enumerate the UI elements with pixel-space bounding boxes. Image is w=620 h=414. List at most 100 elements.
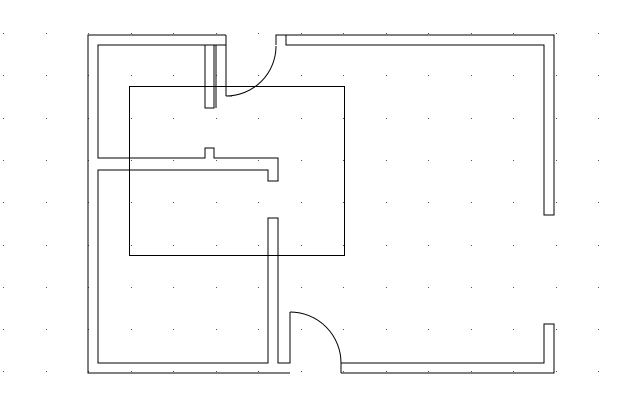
grid-dot [556, 287, 557, 288]
grid-dot [3, 118, 4, 119]
grid-dot [131, 160, 132, 161]
grid-dot [173, 287, 174, 288]
grid-dot [131, 371, 132, 372]
grid-dot [301, 75, 302, 76]
grid-dot [131, 287, 132, 288]
grid-dot [556, 329, 557, 330]
grid-dot [173, 118, 174, 119]
grid-dot [386, 202, 387, 203]
grid-dot [428, 118, 429, 119]
grid-dot [216, 329, 217, 330]
grid-dot [258, 118, 259, 119]
upper-door-jamb[interactable] [215, 35, 227, 108]
grid-dot [598, 160, 599, 161]
grid-dot [173, 245, 174, 246]
grid-dot [556, 75, 557, 76]
grid-dot [598, 118, 599, 119]
partition-upper-left[interactable] [204, 45, 215, 109]
grid-dot [386, 33, 387, 34]
grid-dot [258, 371, 259, 372]
grid-dot [131, 202, 132, 203]
grid-dot [301, 287, 302, 288]
outer-wall-left-inner[interactable] [97, 44, 291, 364]
grid-dot [46, 329, 47, 330]
grid-dot [216, 287, 217, 288]
grid-dots [3, 33, 599, 372]
grid-dot [428, 160, 429, 161]
grid-dot [173, 329, 174, 330]
grid-dot [556, 202, 557, 203]
grid-dot [598, 287, 599, 288]
grid-dot [46, 33, 47, 34]
grid-dot [258, 245, 259, 246]
grid-dot [428, 371, 429, 372]
grid-dot [46, 202, 47, 203]
lower-door-swing[interactable] [289, 311, 342, 364]
grid-dot [173, 75, 174, 76]
outer-wall-left-outer[interactable] [87, 34, 290, 374]
grid-dot [343, 160, 344, 161]
grid-dot [3, 287, 4, 288]
grid-dot [258, 160, 259, 161]
grid-dot [428, 202, 429, 203]
grid-dot [513, 287, 514, 288]
grid-dot [343, 33, 344, 34]
grid-dot [598, 33, 599, 34]
grid-dot [3, 160, 4, 161]
grid-dot [513, 75, 514, 76]
grid-dot [386, 75, 387, 76]
grid-dot [173, 33, 174, 34]
grid-dot [513, 160, 514, 161]
grid-dot [3, 33, 4, 34]
grid-dot [131, 118, 132, 119]
grid-dot [46, 160, 47, 161]
grid-dot [513, 33, 514, 34]
grid-dot [343, 329, 344, 330]
grid-dot [131, 329, 132, 330]
grid-dot [598, 75, 599, 76]
grid-dot [131, 33, 132, 34]
grid-dot [598, 245, 599, 246]
outer-wall-right-bottom[interactable] [341, 323, 555, 374]
upper-door-swing[interactable] [225, 45, 277, 97]
grid-dot [46, 118, 47, 119]
grid-dot [46, 245, 47, 246]
grid-dot [173, 160, 174, 161]
grid-dot [598, 371, 599, 372]
grid-dot [173, 371, 174, 372]
grid-dot [216, 371, 217, 372]
grid-dot [598, 202, 599, 203]
grid-dot [3, 202, 4, 203]
grid-dot [471, 287, 472, 288]
grid-dot [258, 33, 259, 34]
outer-wall-right-outer[interactable] [275, 34, 555, 216]
grid-dot [428, 33, 429, 34]
grid-dot [598, 329, 599, 330]
grid-dot [471, 202, 472, 203]
grid-dot [513, 371, 514, 372]
grid-dot [343, 245, 344, 246]
grid-dot [513, 118, 514, 119]
grid-dot [556, 245, 557, 246]
grid-dot [386, 245, 387, 246]
selection-rectangle[interactable] [129, 86, 345, 256]
grid-dot [513, 329, 514, 330]
grid-dot [556, 118, 557, 119]
grid-dot [428, 329, 429, 330]
grid-dot [216, 33, 217, 34]
grid-dot [258, 202, 259, 203]
grid-dot [216, 245, 217, 246]
grid-dot [301, 118, 302, 119]
grid-dot [343, 287, 344, 288]
grid-dot [343, 371, 344, 372]
grid-dot [216, 118, 217, 119]
grid-dot [343, 118, 344, 119]
grid-dot [301, 329, 302, 330]
grid-dot [471, 160, 472, 161]
grid-dot [301, 371, 302, 372]
grid-dot [301, 160, 302, 161]
grid-dot [301, 245, 302, 246]
grid-dot [258, 329, 259, 330]
grid-dot [3, 371, 4, 372]
